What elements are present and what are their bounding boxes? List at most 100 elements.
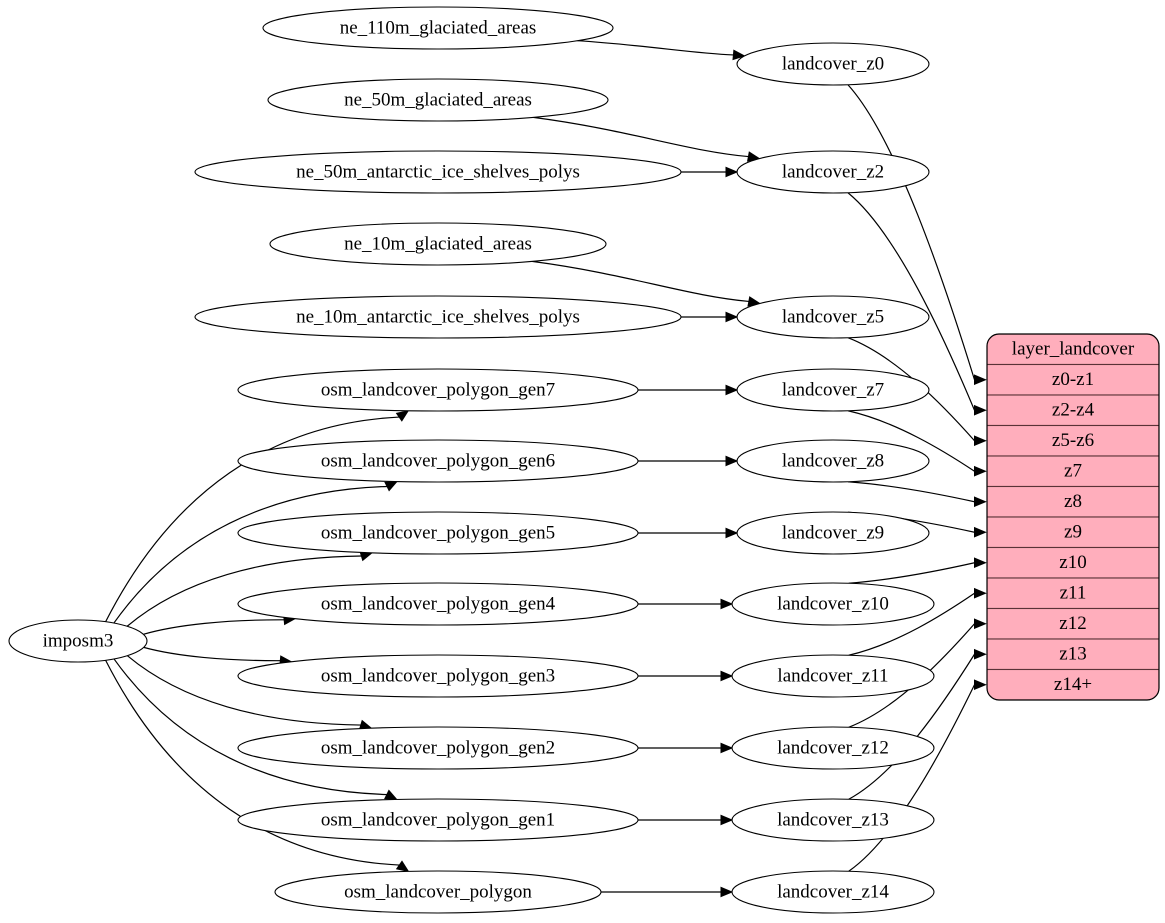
node-landcover_z10[interactable]: landcover_z10 xyxy=(731,582,935,626)
node-ne_110m_glaciated_areas[interactable]: ne_110m_glaciated_areas xyxy=(262,6,614,50)
node-ne_50m_antarctic_ice_shelves_polys[interactable]: ne_50m_antarctic_ice_shelves_polys xyxy=(194,150,682,194)
node-label: osm_landcover_polygon_gen1 xyxy=(321,809,555,830)
node-landcover_z13[interactable]: landcover_z13 xyxy=(731,798,935,842)
node-landcover_z11[interactable]: landcover_z11 xyxy=(731,654,935,698)
node-osm_landcover_polygon_gen4[interactable]: osm_landcover_polygon_gen4 xyxy=(237,582,639,626)
node-ne_10m_antarctic_ice_shelves_polys[interactable]: ne_10m_antarctic_ice_shelves_polys xyxy=(194,295,682,339)
node-label: ne_10m_antarctic_ice_shelves_polys xyxy=(296,306,580,327)
table-row-label: z11 xyxy=(1060,583,1087,604)
node-shape-natural-earth xyxy=(262,6,614,50)
node-shape-landcover xyxy=(736,42,930,86)
edge-arrowhead xyxy=(974,557,987,569)
edge-arrowhead xyxy=(720,670,734,682)
node-shape-landcover xyxy=(736,295,930,339)
edge-arrowhead xyxy=(725,455,739,467)
table-row-z8[interactable] xyxy=(987,485,1159,518)
node-label: landcover_z5 xyxy=(782,306,884,327)
edge-arrowhead xyxy=(395,860,410,873)
edge-imposm3-to-osm_landcover_polygon_gen5 xyxy=(126,555,362,627)
edge-imposm3-to-osm_landcover_polygon_gen3 xyxy=(143,646,281,662)
edge-arrowhead xyxy=(974,435,987,447)
table-row-label: z0-z1 xyxy=(1052,369,1094,390)
edge-arrowhead xyxy=(720,598,734,610)
node-landcover_z0[interactable]: landcover_z0 xyxy=(736,42,930,86)
node-label: osm_landcover_polygon_gen3 xyxy=(321,665,555,686)
node-imposm3[interactable]: imposm3 xyxy=(8,619,148,663)
table-row-label: z8 xyxy=(1064,491,1082,512)
node-label: landcover_z10 xyxy=(777,593,889,614)
table-row-z11[interactable] xyxy=(987,577,1159,610)
node-layer: imposm3 ne_110m_glaciated_areas ne_50m_gla… xyxy=(8,6,935,914)
edge-ne_10m_glaciated_areas-to-landcover_z5 xyxy=(532,260,749,303)
edge-ne_110m_glaciated_areas-to-landcover_z0 xyxy=(577,40,734,56)
node-label: landcover_z8 xyxy=(782,450,884,471)
node-label: osm_landcover_polygon xyxy=(344,881,532,902)
node-shape-landcover xyxy=(731,654,935,698)
edge-landcover_z14-to-table xyxy=(848,684,976,872)
table-header-label: layer_landcover xyxy=(1012,339,1135,360)
node-osm_landcover_polygon_gen7[interactable]: osm_landcover_polygon_gen7 xyxy=(237,368,639,412)
node-osm_landcover_polygon_gen2[interactable]: osm_landcover_polygon_gen2 xyxy=(237,726,639,770)
node-label: landcover_z2 xyxy=(782,161,884,182)
edge-arrowhead xyxy=(974,496,987,508)
node-label: landcover_z11 xyxy=(777,665,888,686)
node-label: landcover_z7 xyxy=(782,379,884,400)
node-osm_landcover_polygon[interactable]: osm_landcover_polygon xyxy=(274,870,602,914)
node-label: osm_landcover_polygon_gen4 xyxy=(321,593,556,614)
table-row-label: z7 xyxy=(1064,461,1082,482)
node-osm_landcover_polygon_gen1[interactable]: osm_landcover_polygon_gen1 xyxy=(237,798,639,842)
node-label: ne_110m_glaciated_areas xyxy=(340,17,537,38)
table-row-z12[interactable] xyxy=(987,607,1159,640)
node-ne_50m_glaciated_areas[interactable]: ne_50m_glaciated_areas xyxy=(267,78,609,122)
node-label: ne_10m_glaciated_areas xyxy=(344,233,532,254)
edge-landcover_z7-to-table xyxy=(847,410,975,472)
node-shape-osm xyxy=(274,870,602,914)
node-shape-landcover xyxy=(736,439,930,483)
node-shape-natural-earth xyxy=(267,78,609,122)
edge-arrowhead xyxy=(974,648,987,660)
edge-ne_50m_glaciated_areas-to-landcover_z2 xyxy=(533,116,749,158)
node-label: ne_50m_antarctic_ice_shelves_polys xyxy=(296,161,580,182)
node-label: osm_landcover_polygon_gen6 xyxy=(321,450,555,471)
node-shape-landcover xyxy=(731,582,935,626)
edge-arrowhead xyxy=(384,480,399,492)
edge-arrowhead xyxy=(974,587,987,599)
node-landcover_z2[interactable]: landcover_z2 xyxy=(736,150,930,194)
edge-landcover_z13-to-table xyxy=(848,653,976,800)
node-osm_landcover_polygon_gen5[interactable]: osm_landcover_polygon_gen5 xyxy=(237,511,639,555)
edge-landcover_z0-to-table xyxy=(847,84,976,380)
edge-imposm3-to-osm_landcover_polygon_gen2 xyxy=(126,655,361,726)
node-landcover_z5[interactable]: landcover_z5 xyxy=(736,295,930,339)
edge-landcover_z8-to-table xyxy=(847,481,975,503)
edge-arrowhead xyxy=(974,679,987,691)
edge-arrowhead xyxy=(974,618,987,630)
node-label: osm_landcover_polygon_gen5 xyxy=(321,522,555,543)
node-landcover_z7[interactable]: landcover_z7 xyxy=(736,368,930,412)
node-osm_landcover_polygon_gen3[interactable]: osm_landcover_polygon_gen3 xyxy=(237,654,639,698)
table-row-z2-z4[interactable] xyxy=(987,394,1159,427)
edge-landcover_z2-to-table xyxy=(847,192,976,411)
node-landcover_z8[interactable]: landcover_z8 xyxy=(736,439,930,483)
edge-arrowhead xyxy=(732,49,746,61)
edge-layer xyxy=(105,40,987,898)
layer-landcover-table[interactable]: layer_landcoverz0-z1z2-z4z5-z6z7z8z9z10z… xyxy=(986,333,1160,701)
edge-imposm3-to-osm_landcover_polygon_gen6 xyxy=(113,485,388,624)
table-row-z10[interactable] xyxy=(987,546,1159,579)
table-row-z5-z6[interactable] xyxy=(987,424,1159,457)
node-landcover_z12[interactable]: landcover_z12 xyxy=(731,726,935,770)
edge-arrowhead xyxy=(395,410,410,422)
node-shape-natural-earth xyxy=(194,150,682,194)
node-ne_10m_glaciated_areas[interactable]: ne_10m_glaciated_areas xyxy=(269,222,607,266)
table-row-label: z14+ xyxy=(1054,674,1092,695)
edge-arrowhead xyxy=(720,814,734,826)
node-osm_landcover_polygon_gen6[interactable]: osm_landcover_polygon_gen6 xyxy=(237,439,639,483)
node-landcover_z14[interactable]: landcover_z14 xyxy=(731,870,935,914)
node-shape-osm xyxy=(237,654,639,698)
node-label: osm_landcover_polygon_gen7 xyxy=(321,379,555,400)
node-shape-landcover xyxy=(736,511,930,555)
table-row-z14+[interactable] xyxy=(987,668,1159,701)
edge-arrowhead xyxy=(725,384,739,396)
node-landcover_z9[interactable]: landcover_z9 xyxy=(736,511,930,555)
node-shape-osm xyxy=(237,798,639,842)
